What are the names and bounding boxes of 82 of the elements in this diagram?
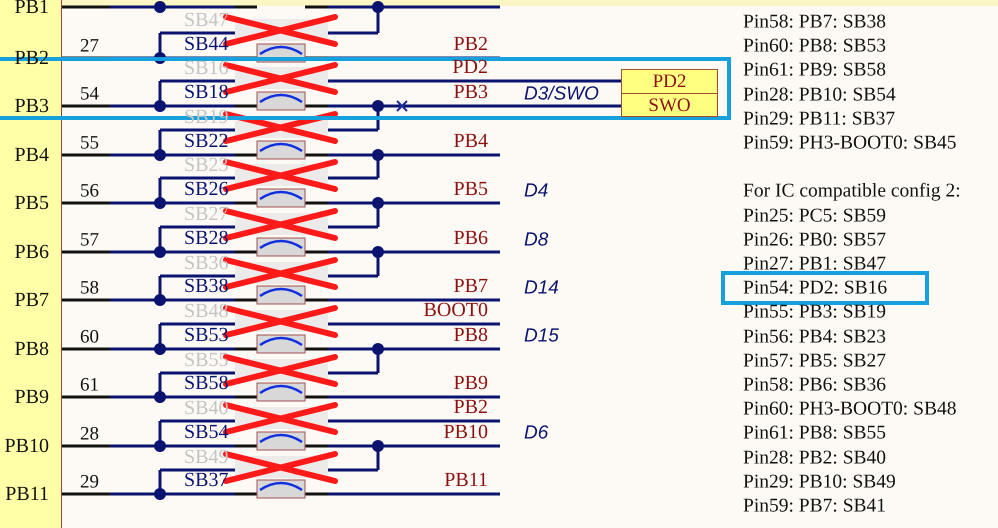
note-text: Pin25: PC5: SB59: [743, 206, 886, 226]
note-text: Pin59: PB7: SB41: [743, 496, 886, 516]
signal-label: D4: [524, 182, 548, 200]
signal-label: D15: [524, 326, 559, 346]
note-text: Pin28: PB10: SB54: [743, 84, 896, 104]
net-label: PB10: [444, 422, 488, 442]
signal-label: D3/SWO: [524, 84, 599, 104]
pin-number: 57: [80, 230, 99, 250]
pin-name: PB1: [14, 0, 49, 17]
note-text: Pin54: PD2: SB16: [743, 278, 888, 298]
pin-number: 55: [80, 134, 99, 152]
net-label: PB9: [454, 373, 488, 393]
bridge-label: SB47: [184, 10, 228, 30]
note-text: Pin61: PB8: SB55: [743, 424, 886, 444]
pin-number: 29: [80, 472, 99, 492]
pin-number: 28: [80, 424, 99, 444]
pin-number: 61: [80, 376, 99, 394]
bridge-label: SB55: [184, 350, 228, 370]
pin-label: SWO: [622, 93, 717, 116]
net-label: BOOT0: [424, 300, 488, 320]
pin-number: 54: [80, 84, 99, 104]
bridge-label: SB54: [184, 422, 228, 442]
note-text: Pin27: PB1: SB47: [743, 254, 886, 274]
bridge-label: SB48: [184, 301, 228, 321]
pin-label: PD2: [652, 70, 688, 93]
pin-name: PB10: [4, 436, 49, 456]
pin-name: PB3: [14, 96, 49, 116]
note-text: Pin26: PB0: SB57: [743, 230, 886, 250]
pin-name: PB5: [14, 193, 49, 213]
port-box: [621, 69, 718, 117]
signal-label: D6: [524, 424, 548, 442]
net-label: PB6: [454, 228, 488, 248]
bridge-label: SB18: [184, 82, 228, 102]
note-text: Pin59: PH3-BOOT0: SB45: [743, 133, 956, 153]
pin-number: 58: [80, 278, 99, 298]
net-label: PD2: [452, 57, 488, 77]
net-label: PB4: [454, 131, 488, 151]
net-label: PB3: [454, 82, 488, 102]
bridge-label: SB53: [184, 325, 228, 345]
bridge-label: SB28: [184, 228, 228, 248]
bridge-label: SB37: [184, 470, 228, 490]
bridge-label: SB49: [184, 447, 228, 467]
note-text: Pin55: PB3: SB19: [743, 302, 886, 322]
note-text: Pin58: PB6: SB36: [743, 375, 886, 395]
bridge-label: SB40: [184, 398, 228, 418]
note-text: Pin29: PB10: SB49: [743, 472, 896, 492]
pin-name: PB8: [14, 339, 49, 359]
bridge-label: SB16: [184, 58, 228, 78]
net-label: PB2: [454, 397, 488, 417]
highlight-frame: [721, 271, 929, 305]
note-text: Pin56: PB4: SB23: [743, 326, 886, 346]
bridge-label: SB22: [184, 131, 228, 151]
net-label: PB7: [454, 276, 488, 296]
pin-number: 60: [80, 328, 99, 346]
bridge-label: SB58: [184, 373, 228, 393]
signal-label: D8: [524, 230, 548, 250]
pin-name: PB6: [14, 242, 49, 262]
bridge-label: SB26: [184, 179, 228, 199]
net-label: PB5: [454, 179, 488, 199]
note-text: For IC compatible config 2:: [743, 182, 961, 202]
pin-name: PB11: [5, 484, 49, 504]
note-text: Pin60: PB8: SB53: [743, 36, 886, 56]
net-label: PB8: [454, 325, 488, 345]
note-text: Pin29: PB11: SB37: [743, 109, 896, 129]
bridge-label: SB27: [184, 204, 228, 224]
pin-name: PB4: [14, 145, 49, 165]
bridge-label: SB38: [184, 276, 228, 296]
pin-number: 56: [80, 182, 99, 200]
pin-name: PB7: [14, 290, 49, 310]
bridge-label: SB36: [184, 253, 228, 273]
note-text: Pin61: PB9: SB58: [743, 60, 886, 80]
note-text: Pin28: PB2: SB40: [743, 448, 886, 468]
pin-number: 27: [80, 36, 99, 56]
pin-name: PB9: [14, 387, 49, 407]
bridge-label: SB44: [184, 34, 228, 54]
net-label: PB2: [454, 34, 488, 54]
note-text: Pin57: PB5: SB27: [743, 351, 886, 371]
net-label: PB11: [444, 470, 488, 490]
note-text: Pin58: PB7: SB38: [743, 12, 886, 32]
signal-label: D14: [524, 278, 559, 298]
bridge-label: SB23: [184, 155, 228, 175]
note-text: Pin60: PH3-BOOT0: SB48: [743, 399, 956, 419]
